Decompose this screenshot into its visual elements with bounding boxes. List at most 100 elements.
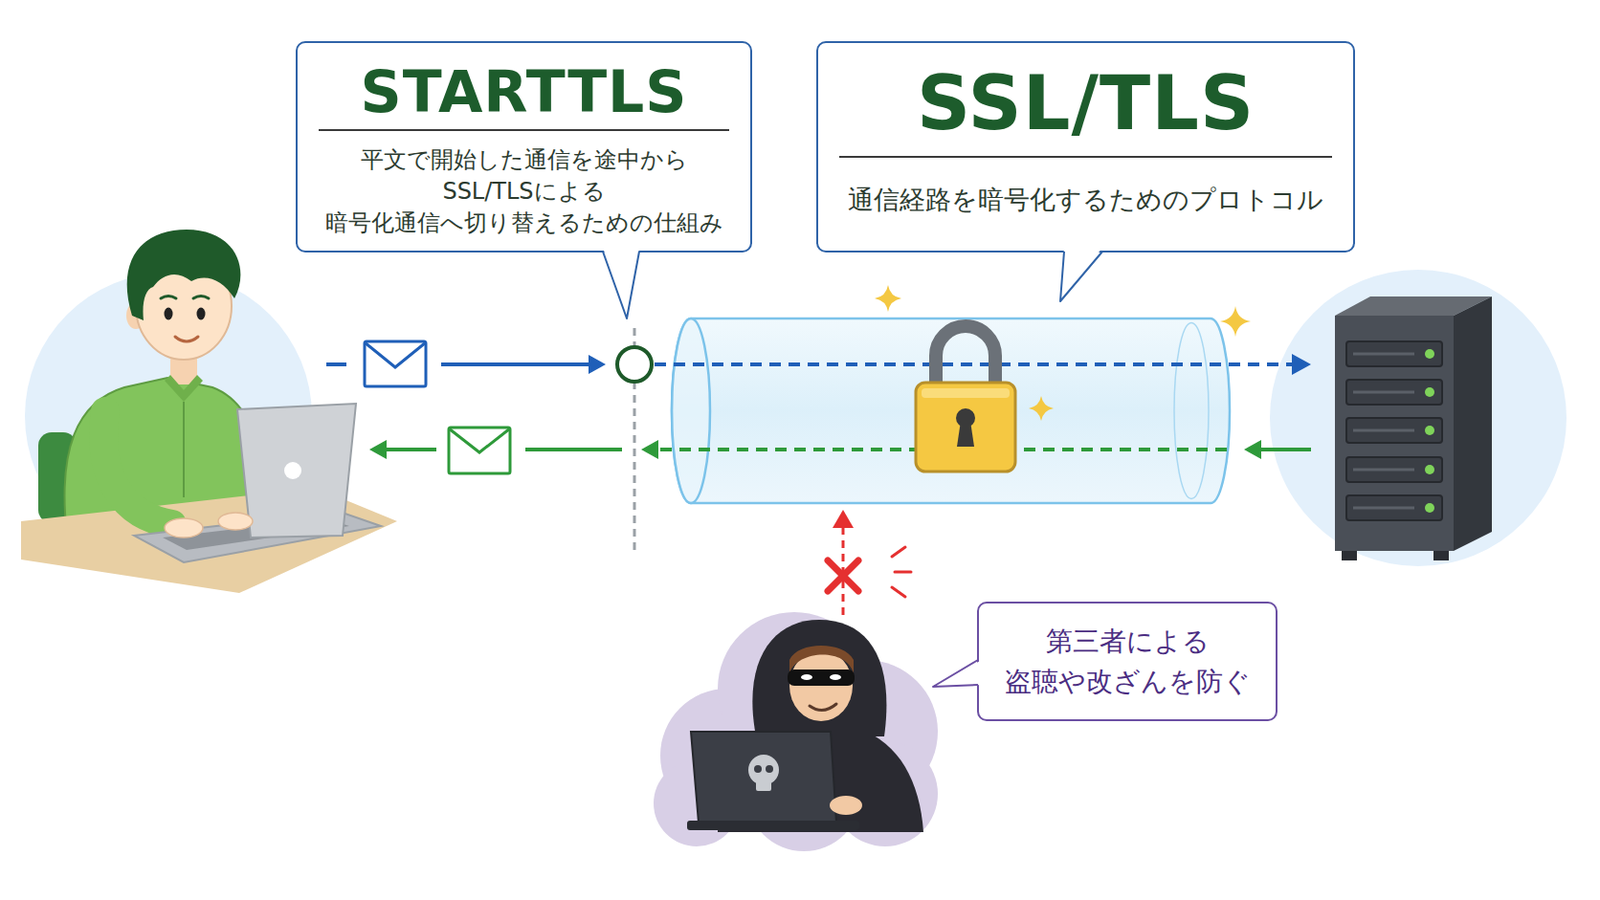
padlock xyxy=(956,421,975,447)
attacker-illustration xyxy=(755,779,772,792)
status-led xyxy=(1424,349,1435,359)
user-illustration xyxy=(164,375,203,402)
incoming-flow xyxy=(448,428,511,453)
padlock xyxy=(915,326,1016,472)
encrypted-tunnel xyxy=(671,318,711,504)
user-illustration xyxy=(160,296,177,300)
user-illustration xyxy=(218,512,253,531)
padlock xyxy=(935,326,996,385)
drive-bay xyxy=(1346,379,1443,405)
sparkle xyxy=(1220,306,1251,337)
attacker-illustration xyxy=(800,674,813,681)
callout-title: STARTTLS xyxy=(318,60,730,132)
blocked-attack xyxy=(827,560,859,592)
user-illustration xyxy=(164,308,174,321)
drive-bay xyxy=(1346,495,1443,521)
outgoing-flow xyxy=(364,342,426,368)
drive-bay xyxy=(1353,468,1415,472)
user-illustration xyxy=(175,336,199,342)
outgoing-flow xyxy=(588,355,606,375)
blocked-attack xyxy=(827,510,912,616)
padlock xyxy=(915,382,1016,472)
incoming-flow xyxy=(1244,440,1262,460)
drive-bay xyxy=(1346,418,1443,444)
user-illustration xyxy=(164,518,203,538)
user-illustration xyxy=(103,411,173,525)
outgoing-flow xyxy=(326,341,1312,387)
callout-tail xyxy=(602,247,1103,688)
user-illustration xyxy=(197,308,206,321)
encrypted-tunnel xyxy=(671,318,1230,504)
outgoing-flow xyxy=(364,341,426,387)
server-illustration xyxy=(1269,269,1567,567)
callout-box: SSL/TLS 通信経路を暗号化するためのプロトコル xyxy=(816,41,1356,253)
outgoing-flow xyxy=(654,362,1296,367)
drive-bay xyxy=(1353,429,1415,433)
speech-bubble: 第三者による 盗聴や改ざんを防ぐ xyxy=(977,601,1278,722)
sparkle xyxy=(874,285,902,312)
attacker-cloud xyxy=(653,612,938,852)
callout-tail xyxy=(602,247,640,319)
server-illustration xyxy=(1341,551,1357,561)
callout-tail xyxy=(1060,251,1103,302)
status-led xyxy=(1424,349,1435,513)
drive-bay xyxy=(1353,507,1415,511)
attacker-illustration xyxy=(687,821,860,831)
bubble-text: 第三者による 盗聴や改ざんを防ぐ xyxy=(992,622,1263,703)
blocked-attack xyxy=(894,571,912,575)
status-led xyxy=(1424,387,1435,398)
user-illustration xyxy=(237,403,356,538)
incoming-flow xyxy=(369,440,387,460)
blocked-attack xyxy=(891,547,906,557)
callout-tail xyxy=(602,251,640,319)
callout-text: 通信経路を暗号化するためのプロトコル xyxy=(839,182,1333,218)
incoming-flow xyxy=(448,427,511,474)
switch-point xyxy=(617,347,652,382)
incoming-flow xyxy=(369,427,1312,474)
server-illustration xyxy=(1334,315,1454,552)
server-illustration xyxy=(1269,269,1567,567)
callout-text: 平文で開始した通信を途中から SSL/TLSによる 暗号化通信へ切り替えるための… xyxy=(318,144,730,240)
attacker-illustration xyxy=(754,765,762,774)
callout-tail xyxy=(933,660,982,688)
user-illustration xyxy=(182,401,185,498)
sparkle xyxy=(1028,396,1054,422)
attacker-illustration xyxy=(829,796,863,816)
drive-bay xyxy=(1346,341,1443,521)
attacker-illustration xyxy=(752,620,887,737)
callout-tail xyxy=(933,660,978,688)
status-led xyxy=(1424,465,1435,475)
callout-title: SSL/TLS xyxy=(839,62,1333,158)
server-illustration xyxy=(1453,296,1492,552)
user-illustration xyxy=(21,229,398,594)
encrypted-tunnel xyxy=(1174,323,1209,500)
blocked-attack xyxy=(827,560,859,592)
drive-bay xyxy=(1353,353,1415,356)
outgoing-flow xyxy=(441,362,594,367)
status-led xyxy=(1424,503,1435,513)
user-illustration xyxy=(193,296,209,300)
drive-bay xyxy=(1346,341,1443,367)
attacker-illustration xyxy=(829,674,842,681)
attacker-illustration xyxy=(765,765,774,774)
blocked-attack xyxy=(891,587,906,598)
user-illustration xyxy=(284,462,302,480)
encrypted-tunnel xyxy=(671,318,1230,504)
drive-bay xyxy=(1353,391,1415,395)
attacker-illustration xyxy=(690,732,837,823)
callout-tail xyxy=(1060,247,1103,302)
status-led xyxy=(1424,425,1435,436)
outgoing-flow xyxy=(1291,354,1312,376)
attacker-illustration xyxy=(809,704,837,712)
incoming-flow xyxy=(1257,447,1312,452)
padlock xyxy=(921,388,1010,399)
attacker-illustration xyxy=(789,645,854,674)
incoming-flow xyxy=(525,447,623,452)
user-illustration xyxy=(127,229,242,321)
drive-bay xyxy=(1346,457,1443,483)
